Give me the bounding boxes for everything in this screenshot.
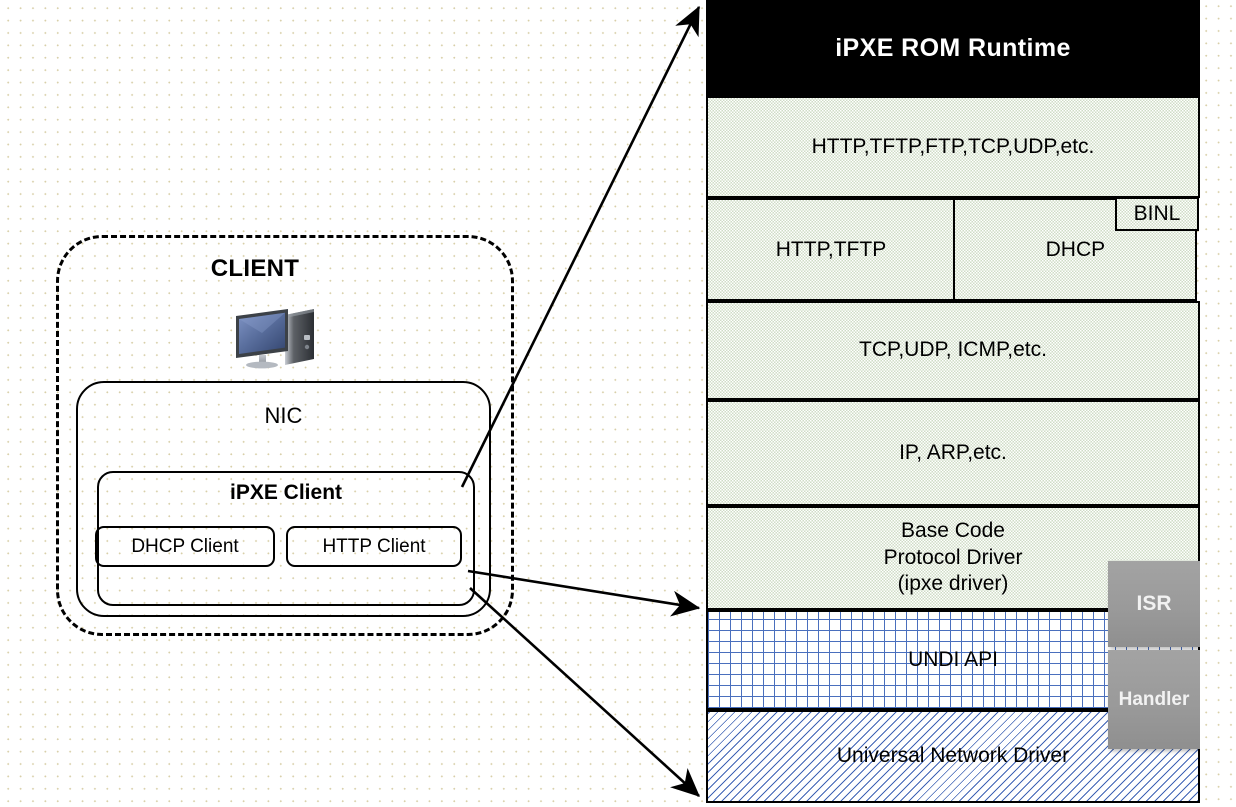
binl-badge: BINL [1115,197,1199,231]
right-gutter [1200,0,1236,807]
nic-boundary [76,381,491,617]
client-title: CLIENT [210,255,300,282]
base-code-line-1: Base Code [901,518,1005,542]
stack-cell-http-tftp: HTTP,TFTP [706,198,956,301]
ipxe-client-boundary [97,471,475,606]
nic-label: NIC [264,403,303,428]
stack-row-network: IP, ARP,etc. [706,400,1200,506]
stack-row-transport: TCP,UDP, ICMP,etc. [706,301,1200,400]
base-code-line-3: (ipxe driver) [897,572,1009,596]
handler-box: Handler [1108,650,1200,749]
arrow-ipxe-client-to-network-driver [469,587,700,797]
desktop-computer-icon [236,309,314,369]
stack-cell-dhcp: DHCP [953,198,1198,301]
stack-title-bar: iPXE ROM Runtime [706,0,1200,96]
ipxe-client-label: iPXE Client [229,481,343,504]
base-code-line-2: Protocol Driver [883,545,1023,569]
stack-row-application-protocols: HTTP,TFTP,FTP,TCP,UDP,etc. [706,96,1200,198]
stack-row-split-transfer-dhcp: HTTP,TFTP DHCP [706,198,1200,301]
isr-box: ISR [1108,561,1200,647]
dhcp-client-box: DHCP Client [95,526,275,567]
http-client-box: HTTP Client [286,526,462,567]
